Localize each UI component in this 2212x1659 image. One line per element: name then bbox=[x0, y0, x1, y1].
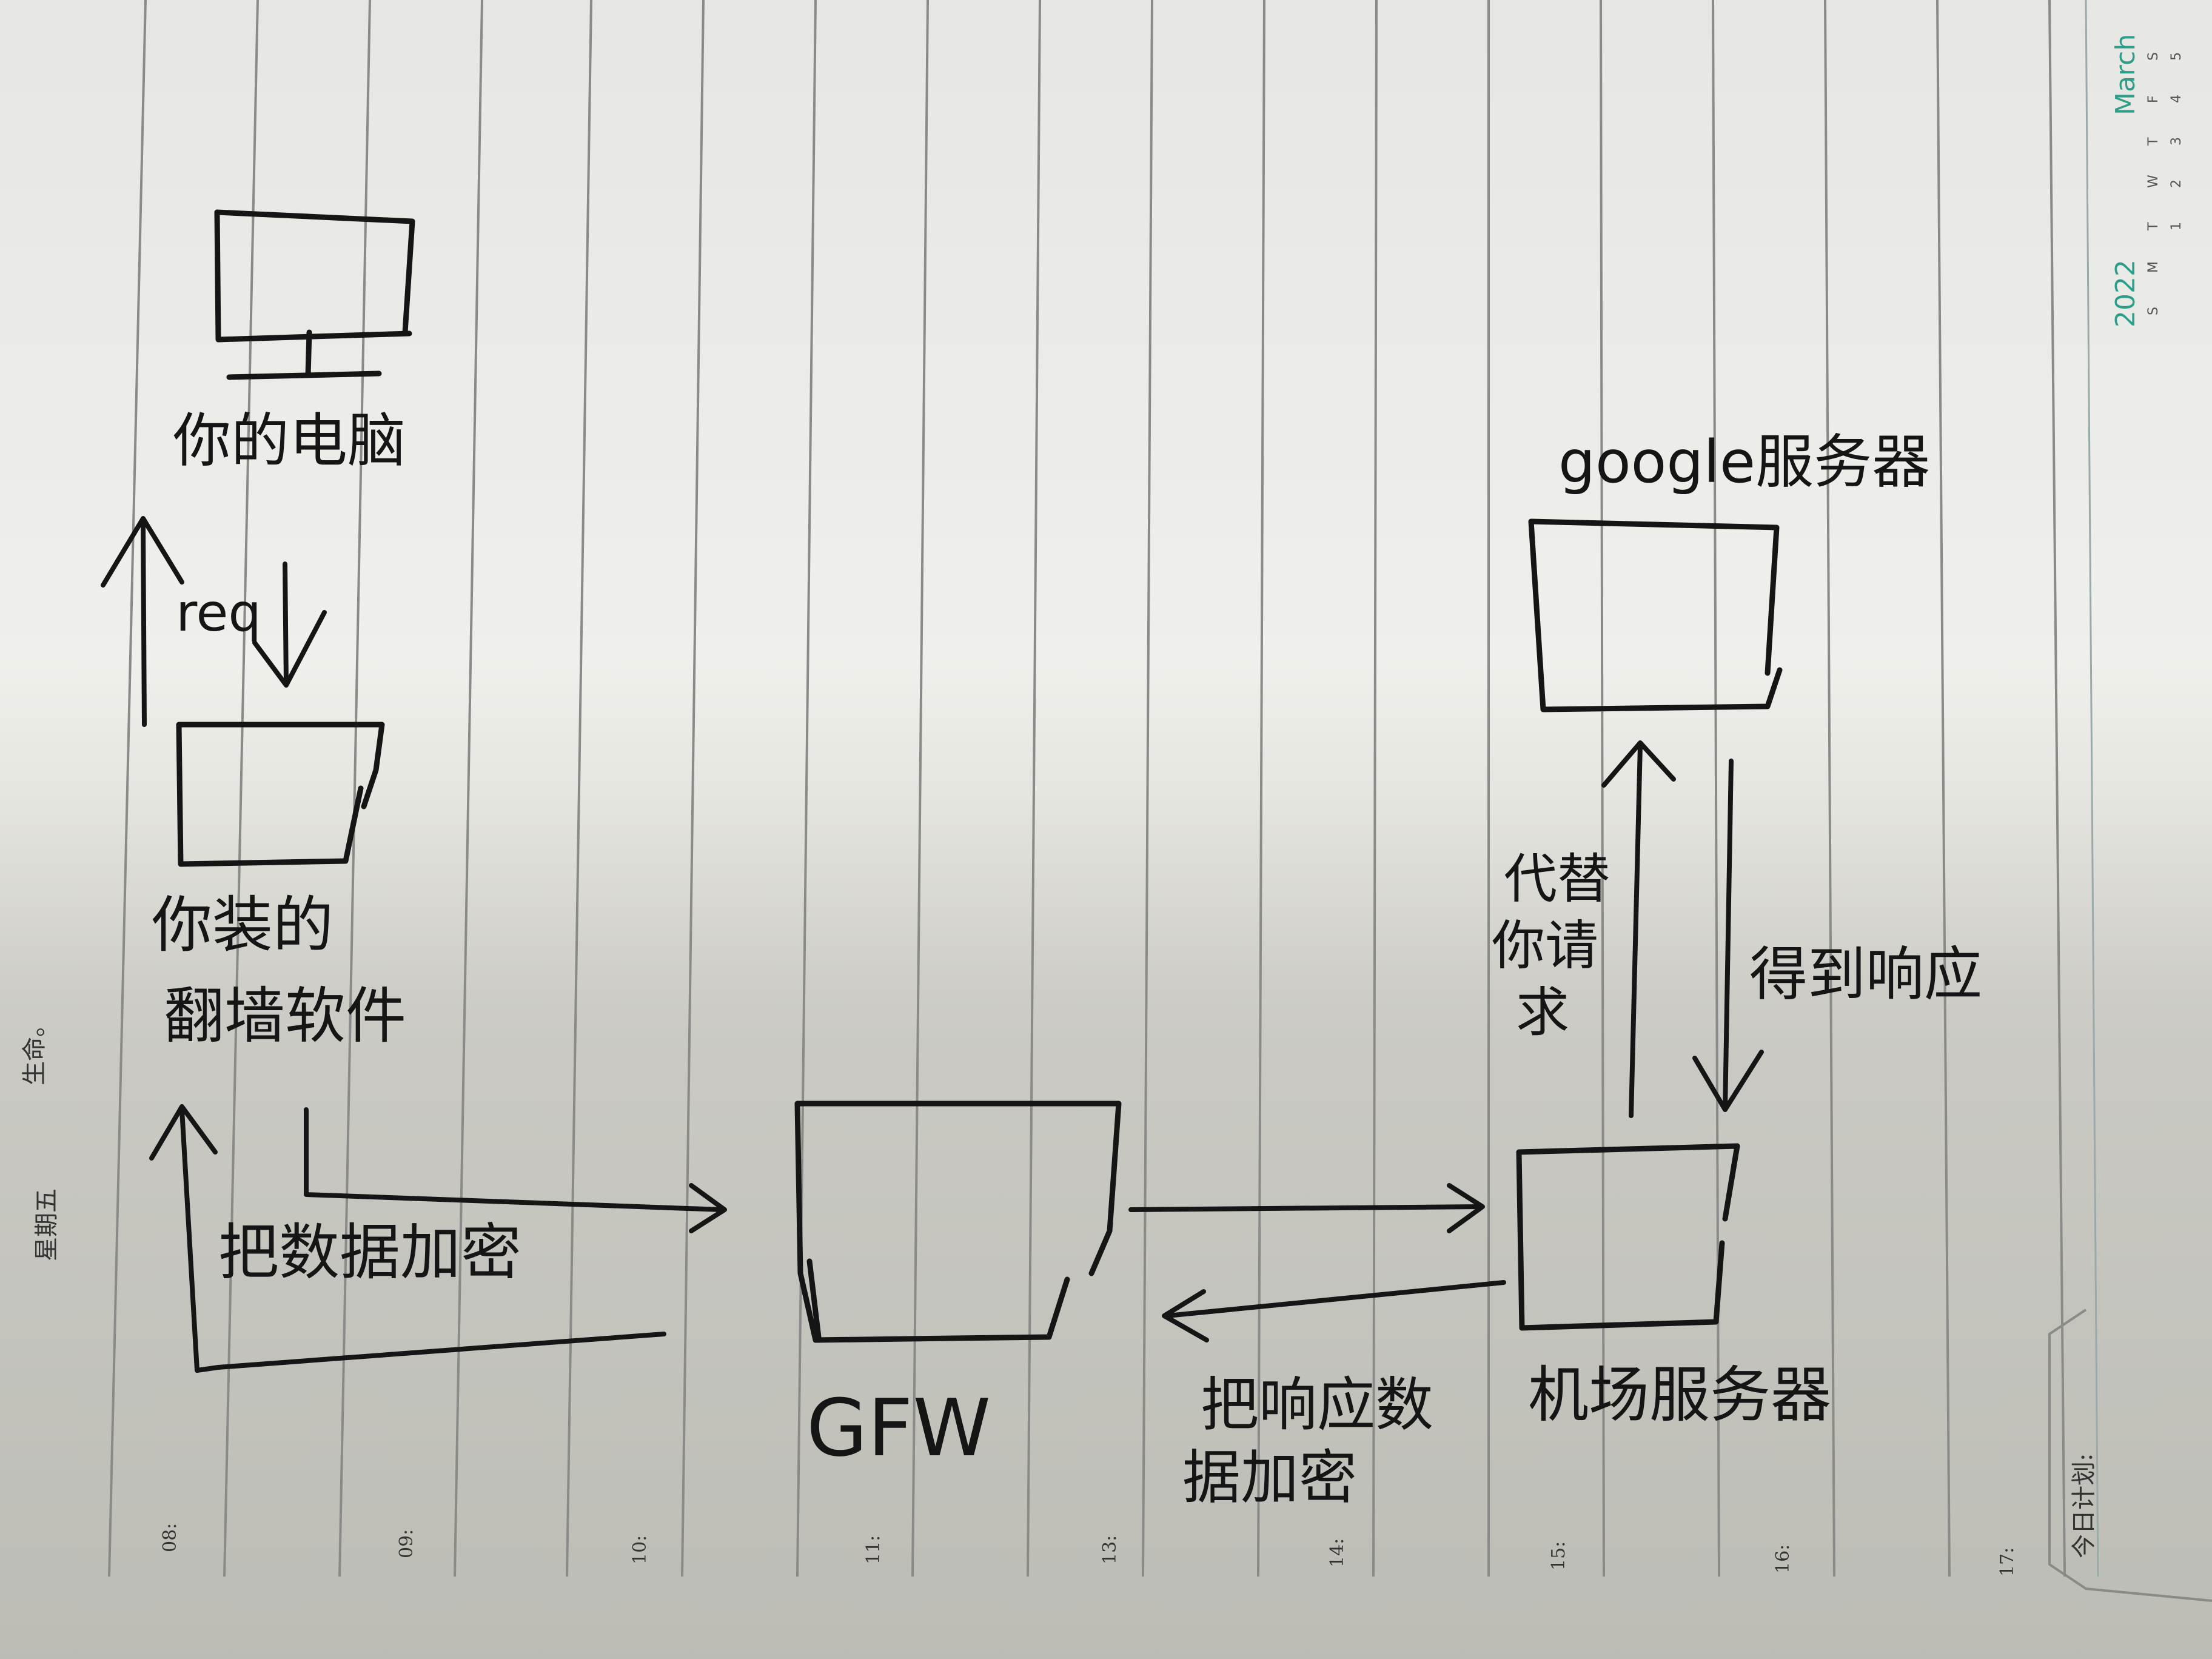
ruled-lines bbox=[108, 0, 2099, 1577]
edge-req: req bbox=[176, 583, 261, 643]
calendar-weekday: S bbox=[2146, 307, 2161, 315]
calendar-year: 2022 bbox=[2110, 260, 2141, 327]
today-plan-label: 今日计划: bbox=[2070, 1453, 2098, 1558]
hour-label: 08: bbox=[159, 1523, 181, 1552]
node-vpn-line1: 你装的 bbox=[152, 890, 333, 960]
edge-on-behalf-line1: 代替 bbox=[1504, 848, 1610, 910]
hour-label: 09: bbox=[396, 1529, 417, 1558]
calendar-weekday: S bbox=[2146, 52, 2161, 61]
calendar-weekday: F bbox=[2146, 95, 2161, 103]
today-plan-box bbox=[2048, 1309, 2212, 1602]
calendar-weekday: T bbox=[2146, 222, 2161, 231]
calendar-date: 3 bbox=[2169, 137, 2184, 146]
edge-on-behalf-line2: 你请 bbox=[1492, 914, 1598, 977]
hour-label: 11: bbox=[863, 1535, 884, 1564]
hour-label: 16: bbox=[1772, 1544, 1794, 1574]
arrow-down-req bbox=[252, 561, 327, 688]
arrow-airport-to-google bbox=[1601, 740, 1676, 1118]
arrow-airport-to-gfw bbox=[1162, 1280, 1506, 1342]
arrow-gfw-to-airport bbox=[1128, 1183, 1485, 1233]
hour-labels: 08: 09: 10: 11: 13: 14: 15: 16: 17: bbox=[159, 1523, 2018, 1577]
node-airport-server: 机场服务器 bbox=[1528, 1359, 1831, 1430]
computer-icon bbox=[214, 209, 415, 380]
calendar-date: 4 bbox=[2169, 95, 2184, 103]
node-your-computer: 你的电脑 bbox=[173, 407, 406, 475]
arrow-vpn-to-gfw bbox=[304, 1107, 727, 1233]
edge-on-behalf-line3: 求 bbox=[1516, 981, 1569, 1044]
node-vpn-box bbox=[176, 722, 385, 867]
node-gfw: GFW bbox=[806, 1382, 991, 1474]
hour-label: 17: bbox=[1997, 1547, 2018, 1577]
calendar-weekday: W bbox=[2146, 175, 2161, 188]
page-shadow bbox=[0, 788, 2212, 1659]
edge-encrypt-response-line2: 据加密 bbox=[1182, 1444, 1357, 1512]
node-google-server: google服务器 bbox=[1558, 428, 1930, 496]
node-vpn-line2: 翻墙软件 bbox=[164, 980, 406, 1051]
hour-label: 14: bbox=[1327, 1538, 1348, 1567]
hour-label: 15: bbox=[1548, 1541, 1569, 1570]
edge-encrypt-data: 把数据加密 bbox=[218, 1217, 521, 1288]
calendar-date: 1 bbox=[2169, 222, 2184, 230]
calendar-date: 2 bbox=[2169, 179, 2184, 188]
calendar-date: 5 bbox=[2169, 52, 2184, 61]
calendar-month: March bbox=[2110, 34, 2141, 115]
edge-get-response: 得到响应 bbox=[1749, 940, 1982, 1008]
arrow-return-to-vpn bbox=[149, 1104, 666, 1373]
hour-label: 13: bbox=[1099, 1535, 1121, 1564]
calendar-weekday: M bbox=[2146, 261, 2161, 273]
node-airport-box bbox=[1516, 1143, 1740, 1331]
arrow-google-to-airport bbox=[1692, 759, 1764, 1112]
node-google-box bbox=[1528, 518, 1783, 712]
weekday-label: 星期五 bbox=[33, 1188, 61, 1261]
edge-encrypt-response-line1: 把响应数 bbox=[1201, 1371, 1433, 1439]
mini-calendar: 2022 March S M T W T F S 1 2 3 4 5 bbox=[2110, 34, 2184, 327]
node-gfw-box bbox=[794, 1101, 1122, 1343]
calendar-weekday: T bbox=[2146, 137, 2161, 146]
margin-text: 生命。 bbox=[21, 1013, 49, 1085]
hour-label: 10: bbox=[629, 1535, 651, 1564]
arrow-up-to-computer bbox=[101, 516, 184, 727]
